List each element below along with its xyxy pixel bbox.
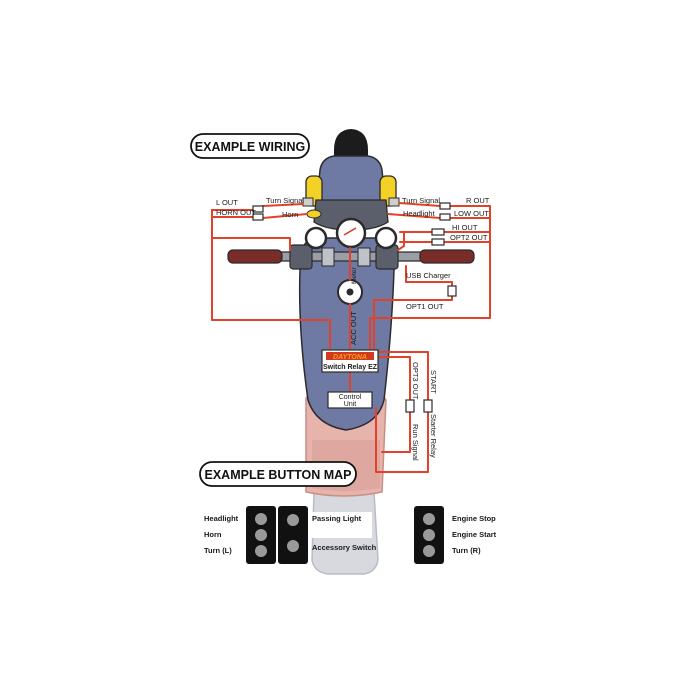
passing-light-label-bg	[312, 512, 372, 538]
label-opt3-out: OPT3 OUT	[411, 362, 420, 400]
wire-headlight	[387, 213, 441, 219]
motorcycle-illustration	[227, 129, 475, 575]
label-turn-signal-right: Turn Signal	[402, 196, 440, 205]
relay-model: Switch Relay EZ	[323, 364, 378, 371]
wire-opt3-out	[377, 356, 411, 401]
wire-turn-signal-right	[398, 202, 441, 207]
bm-label-horn: Horn	[204, 530, 222, 539]
wires	[211, 202, 491, 473]
wire-turn-signal-left	[262, 203, 304, 207]
left-grip	[227, 249, 283, 264]
connectors	[252, 202, 457, 413]
connector-r-out	[439, 202, 451, 210]
wire-opt1	[373, 295, 453, 351]
header-example-button-map: EXAMPLE BUTTON MAP	[199, 461, 357, 487]
bar-clamp-left	[321, 247, 335, 267]
header-wiring-text: EXAMPLE WIRING	[195, 140, 305, 154]
connector-usb	[447, 285, 457, 297]
label-hi-out: HI OUT	[452, 223, 478, 232]
label-headlight: Headlight	[403, 209, 436, 218]
meter-gauge	[335, 217, 367, 249]
left-switch-box	[289, 244, 313, 270]
wire-horn	[262, 213, 308, 219]
bm-label-headlight: Headlight	[204, 514, 239, 523]
front-cowl	[315, 155, 387, 213]
connector-l-out	[252, 205, 264, 213]
meter-needle	[343, 227, 357, 236]
left-switch-panels	[246, 506, 308, 564]
wire-left-trunk	[211, 209, 331, 351]
bm-label-engine-stop: Engine Stop	[452, 514, 496, 523]
button-accessory-switch	[287, 540, 299, 552]
relay-brand: DAYTONA	[333, 354, 367, 361]
wire-left-switch	[211, 237, 291, 251]
label-meter: Meter	[351, 267, 358, 284]
relay-brand-strip	[326, 352, 374, 360]
button-engine-start	[423, 529, 435, 541]
button-horn	[255, 529, 267, 541]
connector-low-out	[439, 213, 451, 221]
label-horn-out: HORN OUT	[216, 208, 256, 217]
control-unit-box	[327, 391, 373, 409]
label-horn: Horn	[282, 210, 298, 219]
control-unit-line2: Unit	[344, 401, 357, 408]
bar-clamp-right	[357, 247, 371, 267]
bm-label-turn-right: Turn (R)	[452, 546, 481, 555]
fuel-cap-center	[346, 288, 354, 296]
button-turn-left	[255, 545, 267, 557]
connector-hi-out	[431, 228, 445, 236]
control-unit: Control Unit	[327, 391, 373, 409]
gauge-left	[304, 226, 328, 250]
wire-usb	[405, 265, 453, 287]
connector-opt2-out	[431, 238, 445, 246]
label-acc-out: ACC OUT	[349, 311, 358, 345]
wire-right-trunk	[369, 205, 491, 351]
button-engine-stop	[423, 513, 435, 525]
wire-right-switch	[397, 231, 405, 251]
label-turn-signal-left: Turn Signal	[266, 196, 304, 205]
label-usb-charger: USB Charger	[406, 271, 451, 280]
label-low-out: LOW OUT	[454, 209, 489, 218]
right-turn-signal-housing	[388, 197, 400, 207]
button-headlight	[255, 513, 267, 525]
label-starter-relay: Starter Relay	[429, 414, 438, 458]
label-opt1-out: OPT1 OUT	[406, 302, 444, 311]
horn-ring	[306, 209, 322, 219]
bm-label-passing-light: Passing Light	[312, 514, 362, 523]
wire-starter-relay	[375, 407, 429, 473]
label-r-out: R OUT	[466, 196, 490, 205]
switch-relay-box: DAYTONA Switch Relay EZ	[321, 349, 379, 373]
right-grip	[419, 249, 475, 264]
connector-opt3	[405, 399, 415, 413]
right-switch-panel	[414, 506, 444, 564]
button-turn-right	[423, 545, 435, 557]
switch-panel-2	[278, 506, 308, 564]
bm-label-turn-left: Turn (L)	[204, 546, 232, 555]
wire-start	[377, 351, 429, 401]
left-turn-signal-housing	[302, 197, 314, 207]
label-l-out: L OUT	[216, 198, 238, 207]
bm-label-engine-start: Engine Start	[452, 530, 497, 539]
control-unit-line1: Control	[339, 394, 362, 401]
header-example-wiring: EXAMPLE WIRING	[190, 133, 310, 159]
connector-horn-out	[252, 213, 264, 221]
bm-label-accessory-switch: Accessory Switch	[312, 543, 377, 552]
header-button-map-text: EXAMPLE BUTTON MAP	[205, 468, 352, 482]
gauge-right	[374, 226, 398, 250]
button-passing-light	[287, 514, 299, 526]
connector-start	[423, 399, 433, 413]
label-opt2-out: OPT2 OUT	[450, 233, 488, 242]
label-run-signal: Run Signal	[411, 424, 420, 461]
label-start: START	[429, 370, 438, 394]
wire-run-signal	[381, 411, 411, 453]
